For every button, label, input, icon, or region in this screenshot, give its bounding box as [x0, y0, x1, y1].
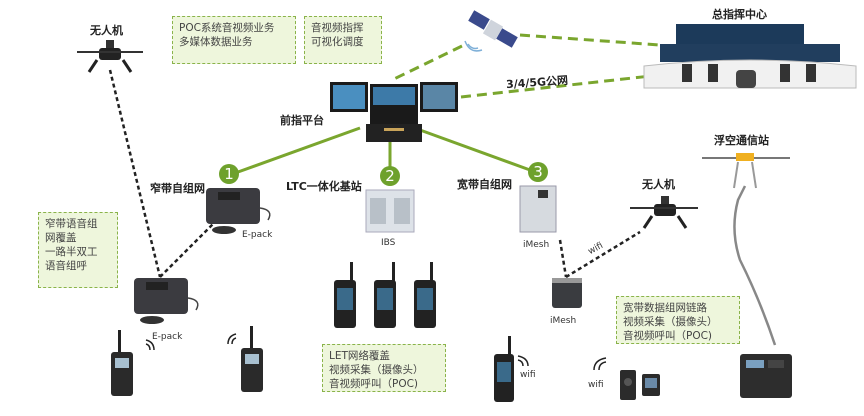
lte-handsets-image: [334, 262, 436, 328]
tether-cable: [733, 185, 777, 346]
handheld-radio-icon: [241, 326, 263, 392]
link-radio-to-radio: [159, 221, 216, 278]
wifi-handset-icon: [494, 336, 514, 402]
handheld-radio-icon: [111, 330, 133, 396]
link-satellite-to-platform: [391, 44, 463, 82]
imesh-bottom-label: iMesh: [550, 316, 577, 326]
note-line: 一路半双工: [45, 246, 98, 258]
lte-handset-icon: [414, 262, 436, 328]
drone-icon: [77, 40, 143, 73]
drone-icon: [630, 196, 698, 229]
ibs-label: IBS: [381, 238, 396, 248]
wifi-signal-icon: [227, 333, 237, 345]
tether-ground-station-image: [740, 354, 792, 398]
front-platform-image: [330, 82, 458, 142]
badge-2: 2: [380, 166, 400, 186]
ltc-title: LTC一体化基站: [286, 180, 362, 193]
link-drone-to-radio: [108, 69, 162, 278]
note-poc: POC系统音视频业务 多媒体数据业务: [172, 16, 296, 64]
radio-unit-image: [206, 188, 271, 234]
satellite-icon: [464, 10, 518, 52]
drone-right-title: 无人机: [642, 178, 675, 191]
link-imesh-to-imesh: [558, 239, 568, 278]
imesh-node-image: [552, 278, 582, 308]
aerial-station-title: 浮空通信站: [714, 134, 769, 147]
drone-left-title: 无人机: [90, 24, 123, 37]
radio-unit-image: [134, 278, 199, 324]
link-platform-to-broadband: [419, 128, 531, 172]
note-line: LET网络覆盖: [329, 350, 390, 362]
note-line: 语音组呼: [45, 260, 87, 272]
link-imesh-to-drone: [565, 230, 641, 279]
note-line: 多媒体数据业务: [179, 36, 253, 48]
wifi-signal-icon: [517, 355, 529, 367]
note-line: 音视频呼叫（POC): [623, 330, 713, 342]
body-camera-image: [620, 370, 660, 400]
wifi-signal-icon: [145, 339, 155, 351]
badge-3: 3: [528, 162, 548, 182]
ibs-base-station-image: [365, 189, 415, 233]
wifi-signal-icon: [593, 357, 607, 371]
lte-handset-icon: [374, 262, 396, 328]
note-broadband: 宽带数据组网链路 视频采集（摄像头） 音视频呼叫（POC): [616, 296, 740, 344]
epack-top-label: E-pack: [242, 230, 273, 240]
link-public-network: [460, 73, 661, 99]
lte-handset-icon: [334, 262, 356, 328]
tethered-drone-icon: [702, 153, 790, 189]
note-line: 网覆盖: [45, 232, 77, 244]
note-narrowband: 窄带语音组 网覆盖 一路半双工 语音组呼: [38, 212, 118, 288]
note-line: 窄带语音组: [45, 218, 98, 230]
broadband-title: 宽带自组网: [457, 178, 512, 191]
note-line: POC系统音视频业务: [179, 22, 275, 34]
note-line: 视频采集（摄像头）: [329, 364, 424, 376]
wifi-bodycam-label: wifi: [588, 380, 604, 390]
imesh-label: iMesh: [523, 240, 550, 250]
note-line: 视频采集（摄像头）: [623, 316, 718, 328]
link-satellite-to-center: [519, 33, 661, 47]
note-line: 可视化调度: [311, 36, 364, 48]
link-platform-to-narrowband: [237, 126, 361, 174]
note-line: 宽带数据组网链路: [623, 302, 707, 314]
note-line: 音视频指挥: [311, 22, 364, 34]
command-center-title: 总指挥中心: [712, 8, 767, 21]
note-lte: LET网络覆盖 视频采集（摄像头） 音视频呼叫（POC): [322, 344, 446, 392]
imesh-device-image: [519, 185, 557, 233]
command-center-image: [643, 24, 857, 89]
note-line: 音视频呼叫（POC): [329, 378, 419, 390]
badge-1: 1: [219, 164, 239, 184]
wifi-phone-label: wifi: [520, 370, 536, 380]
front-platform-title: 前指平台: [280, 114, 324, 127]
epack-bottom-label: E-pack: [152, 332, 183, 342]
note-dispatch: 音视频指挥 可视化调度: [304, 16, 382, 64]
narrowband-title: 窄带自组网: [150, 182, 205, 195]
